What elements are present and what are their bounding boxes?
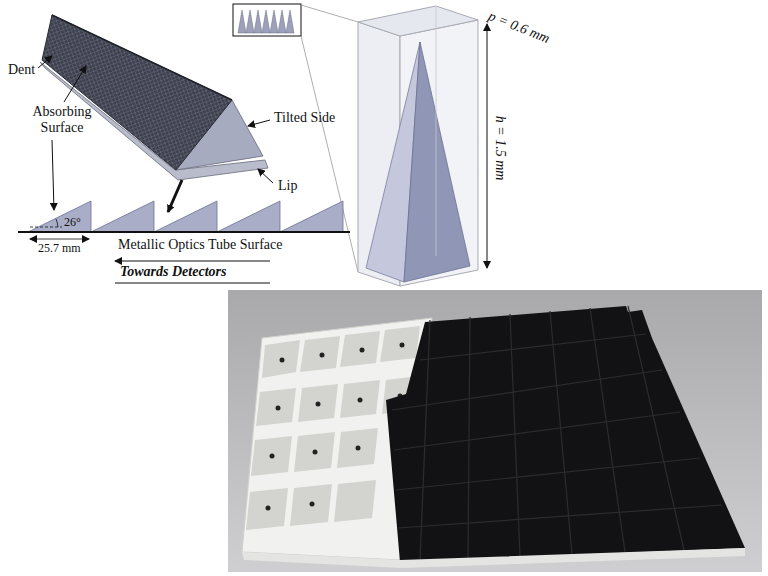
part-name: Dent <box>8 62 35 78</box>
length-dimension: 25.7 mm <box>38 242 81 256</box>
part-name: Tilted Side <box>274 110 335 126</box>
part-name: Lip <box>278 178 297 194</box>
angle-dimension: 26° <box>64 216 81 230</box>
height-dimension: h = 1.5 mm <box>492 103 508 193</box>
direction-label: Towards Detectors <box>120 264 226 280</box>
pitch-dimension: p = 0.6 mm <box>486 8 552 47</box>
part-name: Absorbing Surface <box>22 104 102 136</box>
surface-label: Metallic Optics Tube Surface <box>118 237 282 253</box>
